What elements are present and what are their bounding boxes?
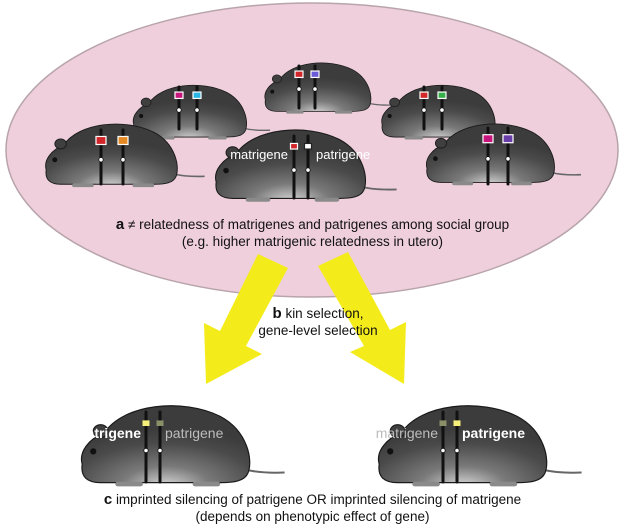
center-patrigene-label: patrigene (316, 147, 370, 162)
centromere (440, 447, 446, 454)
mouse-body (377, 404, 583, 488)
centromere (305, 167, 311, 173)
caption-a: a ≠ relatedness of matrigenes and patrig… (0, 216, 625, 250)
caption-b: b kin selection, gene-level selection (238, 305, 398, 339)
outcome-patrigene-label: patrigene (462, 425, 525, 441)
centromere (291, 167, 297, 173)
patrigene-marker (156, 420, 164, 426)
mouse-upper-right (380, 84, 520, 141)
centromere (176, 107, 182, 113)
matrigene-marker (294, 70, 304, 79)
chromosome-pair (294, 64, 320, 110)
matrigene-marker (95, 135, 107, 146)
caption-b-letter: b (272, 305, 282, 322)
chromosome-pair (142, 410, 164, 484)
centromere (157, 447, 163, 454)
centromere (421, 107, 427, 113)
caption-b-line2: gene-level selection (258, 323, 378, 338)
patrigene-marker (303, 142, 313, 150)
centromere (98, 157, 104, 163)
patrigene-marker (192, 91, 202, 100)
caption-c: c imprinted silencing of patrigene OR im… (0, 491, 625, 525)
patrigene-marker (310, 70, 320, 79)
mouse-upper-left (132, 84, 271, 141)
matrigene-marker (419, 91, 429, 100)
centromere (296, 86, 302, 92)
matrigene-marker (174, 91, 184, 100)
chromosome-pair (95, 128, 129, 186)
chromosome-pair (419, 85, 447, 131)
patrigene-marker (437, 91, 447, 100)
centromere (485, 156, 491, 162)
centromere (194, 107, 200, 113)
patrigene-marker (502, 134, 514, 144)
mouse-left (44, 123, 206, 189)
mouse-top-center (263, 62, 394, 115)
outcome-mouse-right: matrigene patrigene (376, 404, 583, 488)
centromere (312, 86, 318, 92)
outcome-patrigene-label: patrigene (165, 425, 224, 441)
chromosome-pair (482, 126, 514, 186)
caption-c-line2: (depends on phenotypic effect of gene) (195, 509, 430, 524)
caption-a-line1: ≠ relatedness of matrigenes and patrigen… (127, 217, 510, 232)
outcome-matrigene-label: matrigene (74, 425, 141, 441)
outcome-matrigene-label: matrigene (376, 425, 438, 441)
matrigene-marker (482, 134, 494, 144)
caption-c-line1: imprinted silencing of patrigene OR impr… (115, 492, 522, 507)
chromosome-pair (439, 410, 461, 484)
center-matrigene-label: matrigene (230, 147, 288, 162)
centromere (120, 157, 126, 163)
patrigene-marker (453, 420, 461, 426)
chromosome-pair (174, 85, 202, 131)
mouse-right (425, 122, 582, 187)
centromere (454, 447, 460, 454)
patrigene-marker (117, 135, 129, 146)
chromosome-pair (289, 134, 313, 200)
caption-a-line2: (e.g. higher matrigenic relatedness in u… (181, 234, 444, 249)
caption-c-letter: c (103, 491, 113, 508)
centromere (505, 156, 511, 162)
matrigene-marker (289, 142, 299, 150)
mouse-body (80, 404, 286, 488)
centromere (439, 107, 445, 113)
centromere (143, 447, 149, 454)
matrigene-marker (142, 420, 150, 426)
outcome-mouse-left: matrigene patrigene (74, 404, 286, 488)
mouse-center: matrigene patrigene (214, 128, 398, 203)
caption-a-letter: a (115, 216, 125, 233)
arrow-right (318, 252, 406, 384)
matrigene-marker (439, 420, 447, 426)
arrow-left (204, 254, 288, 384)
caption-b-line1: kin selection, (285, 306, 364, 321)
